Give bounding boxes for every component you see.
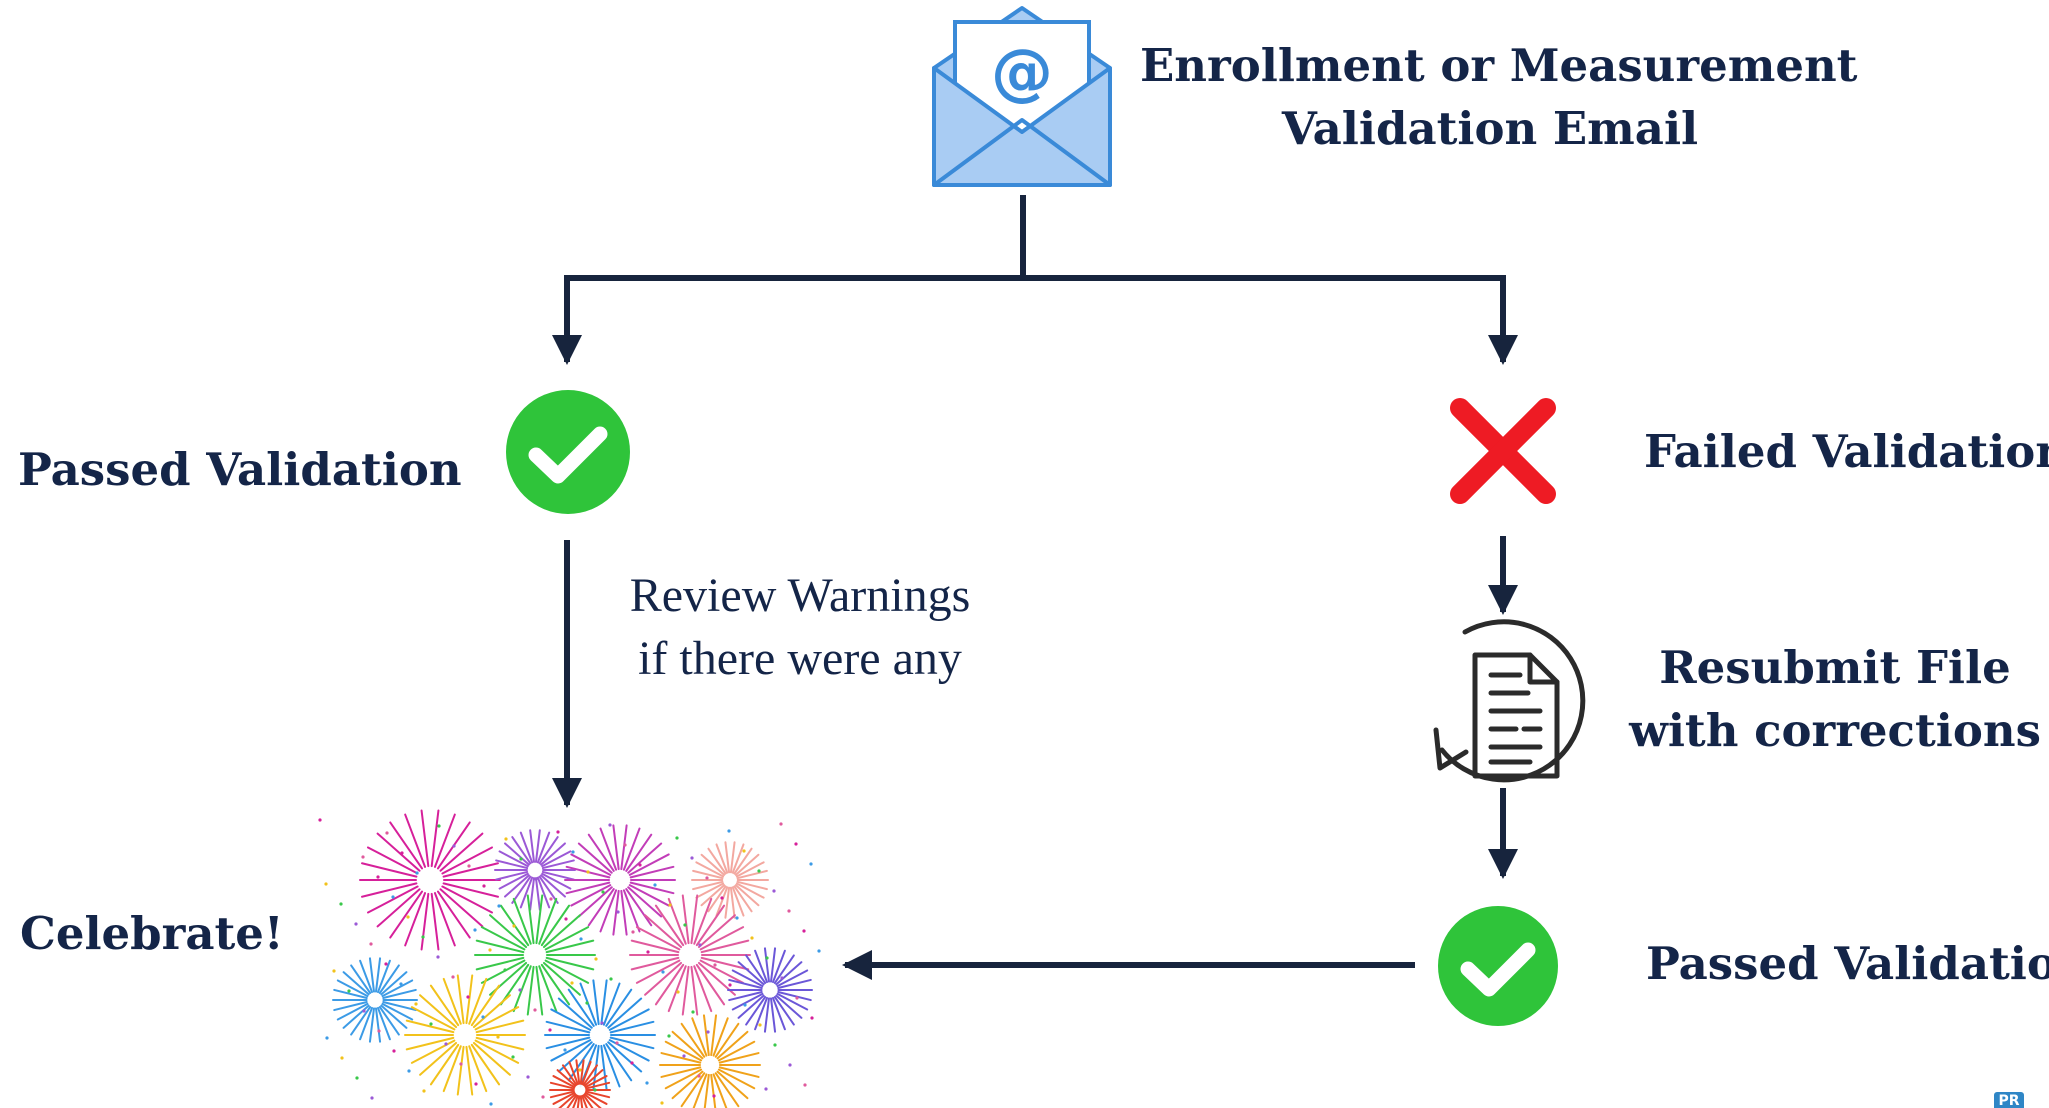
passed-validation-left-label: Passed Validation — [18, 443, 462, 496]
check-circle-icon — [1438, 906, 1558, 1026]
email-at-icon: @ — [932, 6, 1112, 187]
failed-validation-label: Failed Validation — [1644, 425, 2049, 478]
document-refresh-icon — [1433, 619, 1586, 783]
resubmit-line2: with corrections — [1629, 704, 2041, 757]
passed-validation-right-label: Passed Validation — [1646, 937, 2049, 990]
review-note-line2: if there were any — [638, 632, 962, 685]
email-title-line1: Enrollment or Measurement — [1140, 39, 1858, 92]
branch-line — [564, 275, 1506, 358]
email-title-line2: Validation Email — [1281, 102, 1699, 155]
svg-text:@: @ — [991, 35, 1053, 108]
connectors — [552, 195, 1518, 980]
review-note-line1: Review Warnings — [629, 569, 971, 622]
celebrate-label: Celebrate! — [20, 907, 284, 960]
corner-logo-badge: PR — [1994, 1092, 2024, 1108]
fireworks-icon — [318, 809, 821, 1108]
check-circle-icon — [506, 390, 630, 514]
resubmit-line1: Resubmit File — [1659, 641, 2011, 694]
red-x-icon — [1450, 398, 1556, 504]
